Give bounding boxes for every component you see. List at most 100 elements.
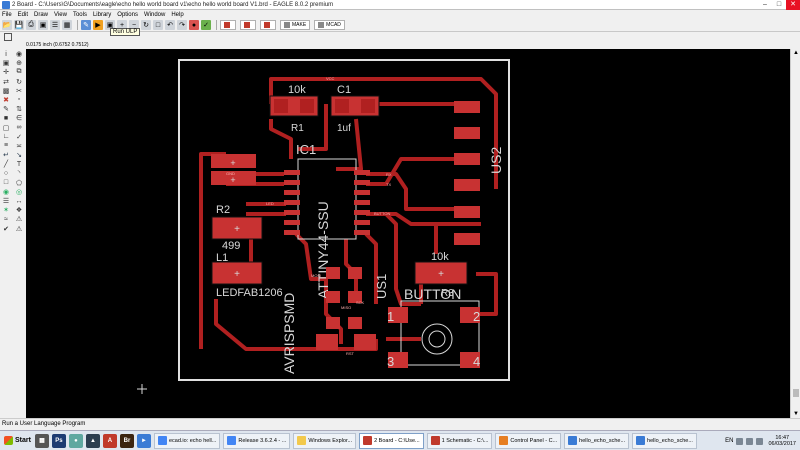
vertical-scrollbar[interactable]: ▲ ▼ <box>790 49 800 418</box>
scroll-thumb[interactable] <box>793 389 799 397</box>
errors-icon[interactable]: ⚠ <box>15 225 23 233</box>
group-icon[interactable]: ▩ <box>2 87 10 95</box>
close-button[interactable]: ✕ <box>786 0 800 10</box>
zoom-fit-icon[interactable]: ▣ <box>105 20 115 30</box>
taskbar-item-board[interactable]: 2 Board - C:\Use... <box>359 432 424 449</box>
windows-explorer-icon[interactable]: ▦ <box>34 433 49 448</box>
lock-icon[interactable]: ■ <box>3 114 9 122</box>
signal-icon[interactable]: ≈ <box>4 215 8 223</box>
polygon-icon[interactable]: ⬠ <box>15 179 23 187</box>
menu-view[interactable]: View <box>54 11 67 18</box>
meander-icon[interactable]: ≍ <box>16 142 22 150</box>
cut-icon[interactable]: ✂ <box>16 87 22 95</box>
move-icon[interactable]: ✛ <box>3 69 9 77</box>
drc-icon[interactable]: ✔ <box>3 225 9 233</box>
arc-icon[interactable]: ◝ <box>17 170 21 178</box>
grid-icon[interactable] <box>4 33 12 41</box>
taskbar-item-hello-echo-2[interactable]: hello_echo_sche... <box>632 432 697 449</box>
route-icon[interactable]: ↵ <box>3 152 9 160</box>
via-icon[interactable]: ◉ <box>2 188 10 196</box>
cam-icon[interactable]: ▣ <box>38 20 48 30</box>
menu-draw[interactable]: Draw <box>34 11 49 18</box>
delete-icon[interactable]: ✖ <box>3 96 9 104</box>
stop-icon[interactable]: ● <box>189 20 199 30</box>
start-button[interactable]: Start <box>0 431 35 450</box>
add-icon[interactable]: ✎ <box>3 106 9 114</box>
zoom-redraw-icon[interactable]: ↻ <box>141 20 151 30</box>
taskbar-item-explorer[interactable]: Windows Explor... <box>293 432 357 449</box>
optimize-icon[interactable]: ≡ <box>3 142 9 150</box>
mcad-button[interactable]: MCAD <box>314 20 345 30</box>
ripup-icon[interactable]: ↘ <box>16 152 22 160</box>
menu-edit[interactable]: Edit <box>17 11 29 18</box>
print-icon[interactable]: ⎙ <box>26 20 36 30</box>
menu-tools[interactable]: Tools <box>72 11 87 18</box>
minimize-button[interactable]: – <box>763 1 767 8</box>
layers-icon[interactable]: ☰ <box>50 20 60 30</box>
taskbar-item-control-panel[interactable]: Control Panel - C... <box>495 432 562 449</box>
menu-window[interactable]: Window <box>143 11 166 18</box>
menu-file[interactable]: File <box>2 11 12 18</box>
rect-icon[interactable]: □ <box>3 179 9 187</box>
design-link-button[interactable] <box>260 20 276 30</box>
scroll-up-icon[interactable]: ▲ <box>793 50 799 56</box>
app-icon-dark[interactable]: ▲ <box>85 433 100 448</box>
replace-icon[interactable]: ⇅ <box>16 106 22 114</box>
erc-icon[interactable]: ⚠ <box>15 216 23 224</box>
wire-icon[interactable]: ╱ <box>3 161 9 169</box>
open-icon[interactable]: 📂 <box>2 20 12 30</box>
go-icon[interactable]: ✓ <box>201 20 211 30</box>
copy-icon[interactable]: ⧉ <box>16 68 22 76</box>
save-icon[interactable]: 💾 <box>14 20 24 30</box>
taskbar-item-hello-echo-1[interactable]: hello_echo_sche... <box>564 432 630 449</box>
value-icon[interactable]: ▢ <box>2 124 10 132</box>
autodesk-icon[interactable]: A <box>102 433 117 448</box>
zoom-in-icon[interactable]: + <box>117 20 127 30</box>
info-icon[interactable]: i <box>5 50 7 58</box>
volume-icon[interactable] <box>756 437 764 445</box>
menu-library[interactable]: Library <box>92 11 112 18</box>
app-icon-teal[interactable]: ● <box>68 433 83 448</box>
undo-icon[interactable]: ↶ <box>165 20 175 30</box>
attribute-icon[interactable]: ☰ <box>2 198 10 205</box>
system-clock[interactable]: 16:47 06/03/2017 <box>768 435 796 447</box>
taskbar-item-chrome-1[interactable]: ecad.io: echo hell... <box>153 432 221 449</box>
paste-icon[interactable]: ▫ <box>17 96 21 104</box>
erc-drc-button[interactable] <box>220 20 236 30</box>
zoom-select-icon[interactable]: □ <box>153 20 163 30</box>
tray-arrow-icon[interactable] <box>736 437 744 445</box>
board-icon[interactable]: ▦ <box>62 20 72 30</box>
split-icon[interactable]: ✓ <box>16 133 22 141</box>
ratsnest-icon[interactable]: ✶ <box>3 207 9 215</box>
taskbar-item-schematic[interactable]: 1 Schematic - C:\... <box>426 432 493 449</box>
maximize-button[interactable]: □ <box>776 1 782 8</box>
rotate-icon[interactable]: ↻ <box>16 78 22 86</box>
media-icon[interactable]: ► <box>136 433 151 448</box>
run-ulp-icon[interactable]: ▶ <box>93 20 103 30</box>
taskbar-item-chrome-2[interactable]: Release 3.6.2.4 - ... <box>223 432 291 449</box>
scroll-down-icon[interactable]: ▼ <box>793 411 799 417</box>
script-icon[interactable]: ✎ <box>81 20 91 30</box>
board-canvas[interactable]: 10k R1 C1 1uf <box>26 49 790 418</box>
circle-icon[interactable]: ○ <box>3 169 9 177</box>
redo-icon[interactable]: ↷ <box>177 20 187 30</box>
cam-button[interactable] <box>240 20 256 30</box>
hole-icon[interactable]: ◎ <box>15 188 23 196</box>
eye-icon[interactable]: ◉ <box>15 51 23 58</box>
name-icon[interactable]: ∈ <box>15 115 23 123</box>
bridge-icon[interactable]: Br <box>119 433 134 448</box>
zoom-in-icon[interactable]: ⊕ <box>16 60 22 68</box>
make-button[interactable]: MAKE <box>280 20 311 30</box>
menu-help[interactable]: Help <box>171 11 184 18</box>
photoshop-icon[interactable]: Ps <box>51 433 66 448</box>
language-indicator[interactable]: EN <box>725 438 734 444</box>
menu-options[interactable]: Options <box>117 11 138 18</box>
autorouter-icon[interactable]: ❖ <box>15 207 23 215</box>
dimension-icon[interactable]: ↔ <box>15 197 23 205</box>
zoom-fit-icon[interactable]: ▣ <box>2 60 10 68</box>
network-icon[interactable] <box>746 437 754 445</box>
miter-icon[interactable]: ∟ <box>2 133 10 141</box>
zoom-out-icon[interactable]: − <box>129 20 139 30</box>
mirror-icon[interactable]: ⇄ <box>3 78 9 86</box>
text-icon[interactable]: T <box>16 160 22 168</box>
